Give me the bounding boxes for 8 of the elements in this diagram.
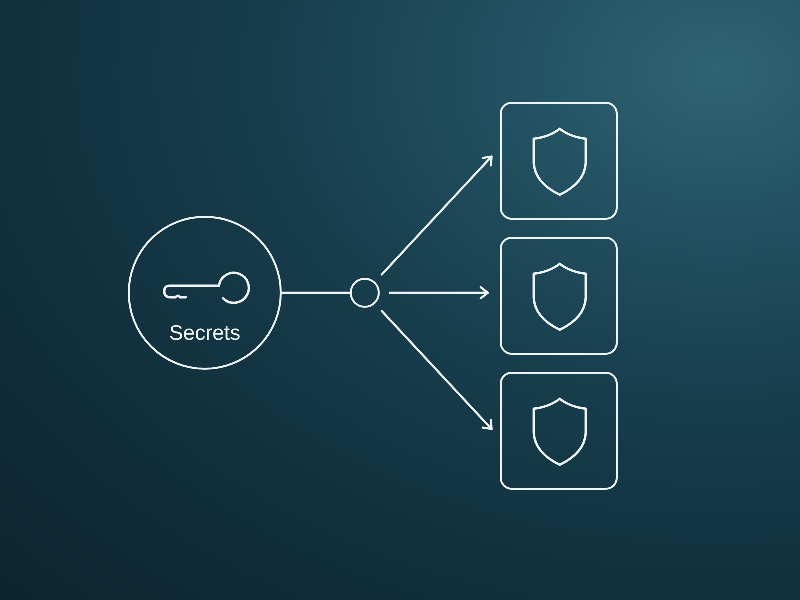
shield-box [500, 372, 618, 490]
shield-box [500, 102, 618, 220]
node-label: Secrets [169, 321, 241, 347]
shield-box [500, 237, 618, 355]
arrow [380, 156, 493, 276]
arrow [380, 310, 493, 430]
arrow [388, 286, 490, 300]
connector-line [280, 292, 352, 294]
